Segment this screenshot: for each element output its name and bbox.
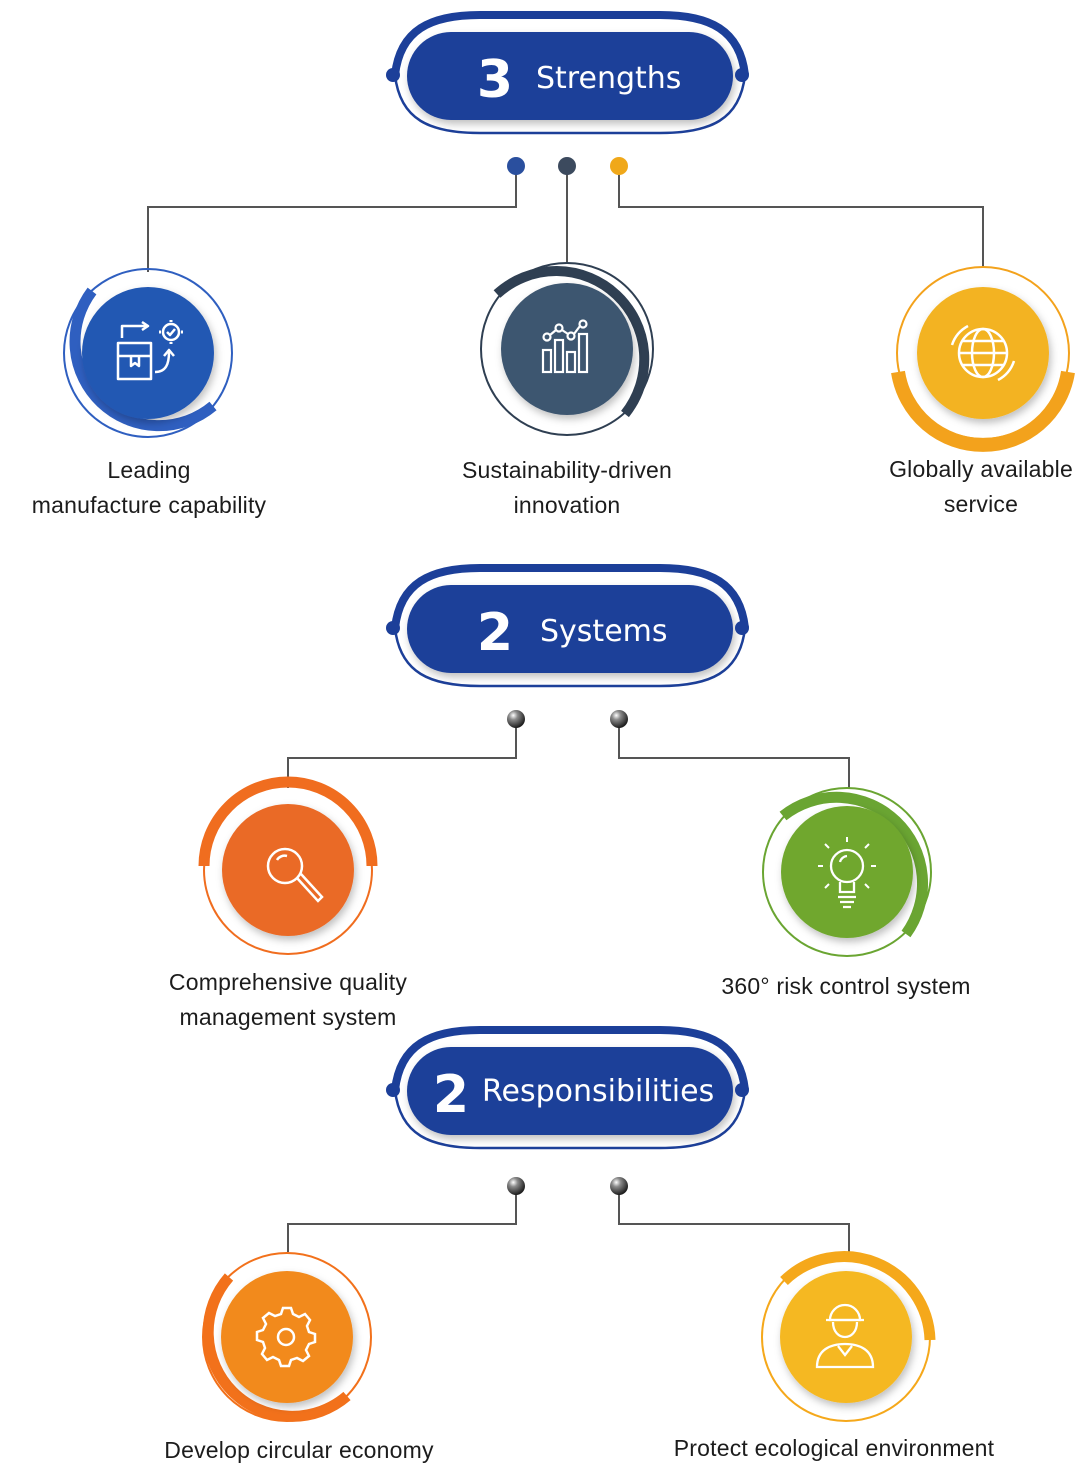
connector-ball	[507, 710, 525, 728]
caption-risk-control: 360° risk control system	[700, 969, 992, 1004]
responsibilities-badge: 2 Responsibilities	[386, 1026, 749, 1150]
caption-quality-management: Comprehensive quality management system	[147, 965, 429, 1035]
global-service-node	[891, 266, 1075, 452]
caption-leading-manufacture: Leading manufacture capability	[18, 453, 280, 523]
bar-chart-icon	[541, 319, 589, 374]
systems-connectors	[287, 720, 850, 788]
badge-label: Strengths	[536, 61, 681, 96]
responsibilities-connectors	[287, 1187, 850, 1252]
lightbulb-icon	[818, 837, 876, 909]
quality-management-node	[198, 776, 378, 955]
globe-icon	[950, 324, 1016, 382]
responsibilities-section: 2 Responsibilities	[202, 1026, 936, 1422]
caption-line: Leading	[107, 457, 191, 483]
connector-ball	[610, 1177, 628, 1195]
caption-line: management system	[179, 1004, 397, 1030]
caption-sustainability: Sustainability-driven innovation	[437, 453, 697, 523]
leading-manufacture-node	[63, 268, 233, 438]
circular-economy-node	[202, 1252, 372, 1422]
strengths-connectors	[147, 168, 984, 272]
caption-line: Globally available	[889, 456, 1073, 482]
caption-line: 360° risk control system	[721, 973, 971, 999]
risk-control-node	[762, 787, 932, 957]
caption-line: Develop circular economy	[164, 1437, 434, 1463]
caption-line: Protect ecological environment	[673, 1435, 995, 1461]
caption-line: manufacture capability	[31, 492, 267, 518]
connector-dot-blue	[507, 157, 525, 175]
caption-line: innovation	[513, 492, 621, 518]
box-gear-icon	[116, 320, 183, 381]
badge-label: Responsibilities	[482, 1074, 714, 1109]
connector-ball	[507, 1177, 525, 1195]
caption-global-service: Globally available service	[875, 452, 1087, 522]
connector-dot-slate	[558, 157, 576, 175]
magnifier-icon	[266, 847, 324, 903]
connector-ball	[610, 710, 628, 728]
badge-number: 3	[477, 50, 513, 110]
connector-dot-orange	[610, 157, 628, 175]
caption-line: Comprehensive quality	[168, 969, 408, 995]
caption-ecological-environment: Protect ecological environment	[648, 1431, 1020, 1466]
systems-section: 2 Systems	[198, 564, 932, 957]
systems-badge: 2 Systems	[386, 564, 749, 688]
badge-number: 2	[477, 603, 513, 663]
strengths-section: 3 Strengths	[63, 11, 1075, 452]
ecological-environment-node	[761, 1251, 936, 1422]
caption-line: service	[943, 491, 1019, 517]
gear-icon	[255, 1306, 317, 1368]
caption-line: Sustainability-driven	[461, 457, 673, 483]
sustainability-innovation-node	[480, 262, 654, 436]
strengths-badge: 3 Strengths	[386, 11, 749, 135]
worker-icon	[815, 1303, 875, 1369]
badge-number: 2	[433, 1065, 469, 1125]
badge-label: Systems	[540, 614, 668, 649]
caption-circular-economy: Develop circular economy	[140, 1433, 458, 1468]
